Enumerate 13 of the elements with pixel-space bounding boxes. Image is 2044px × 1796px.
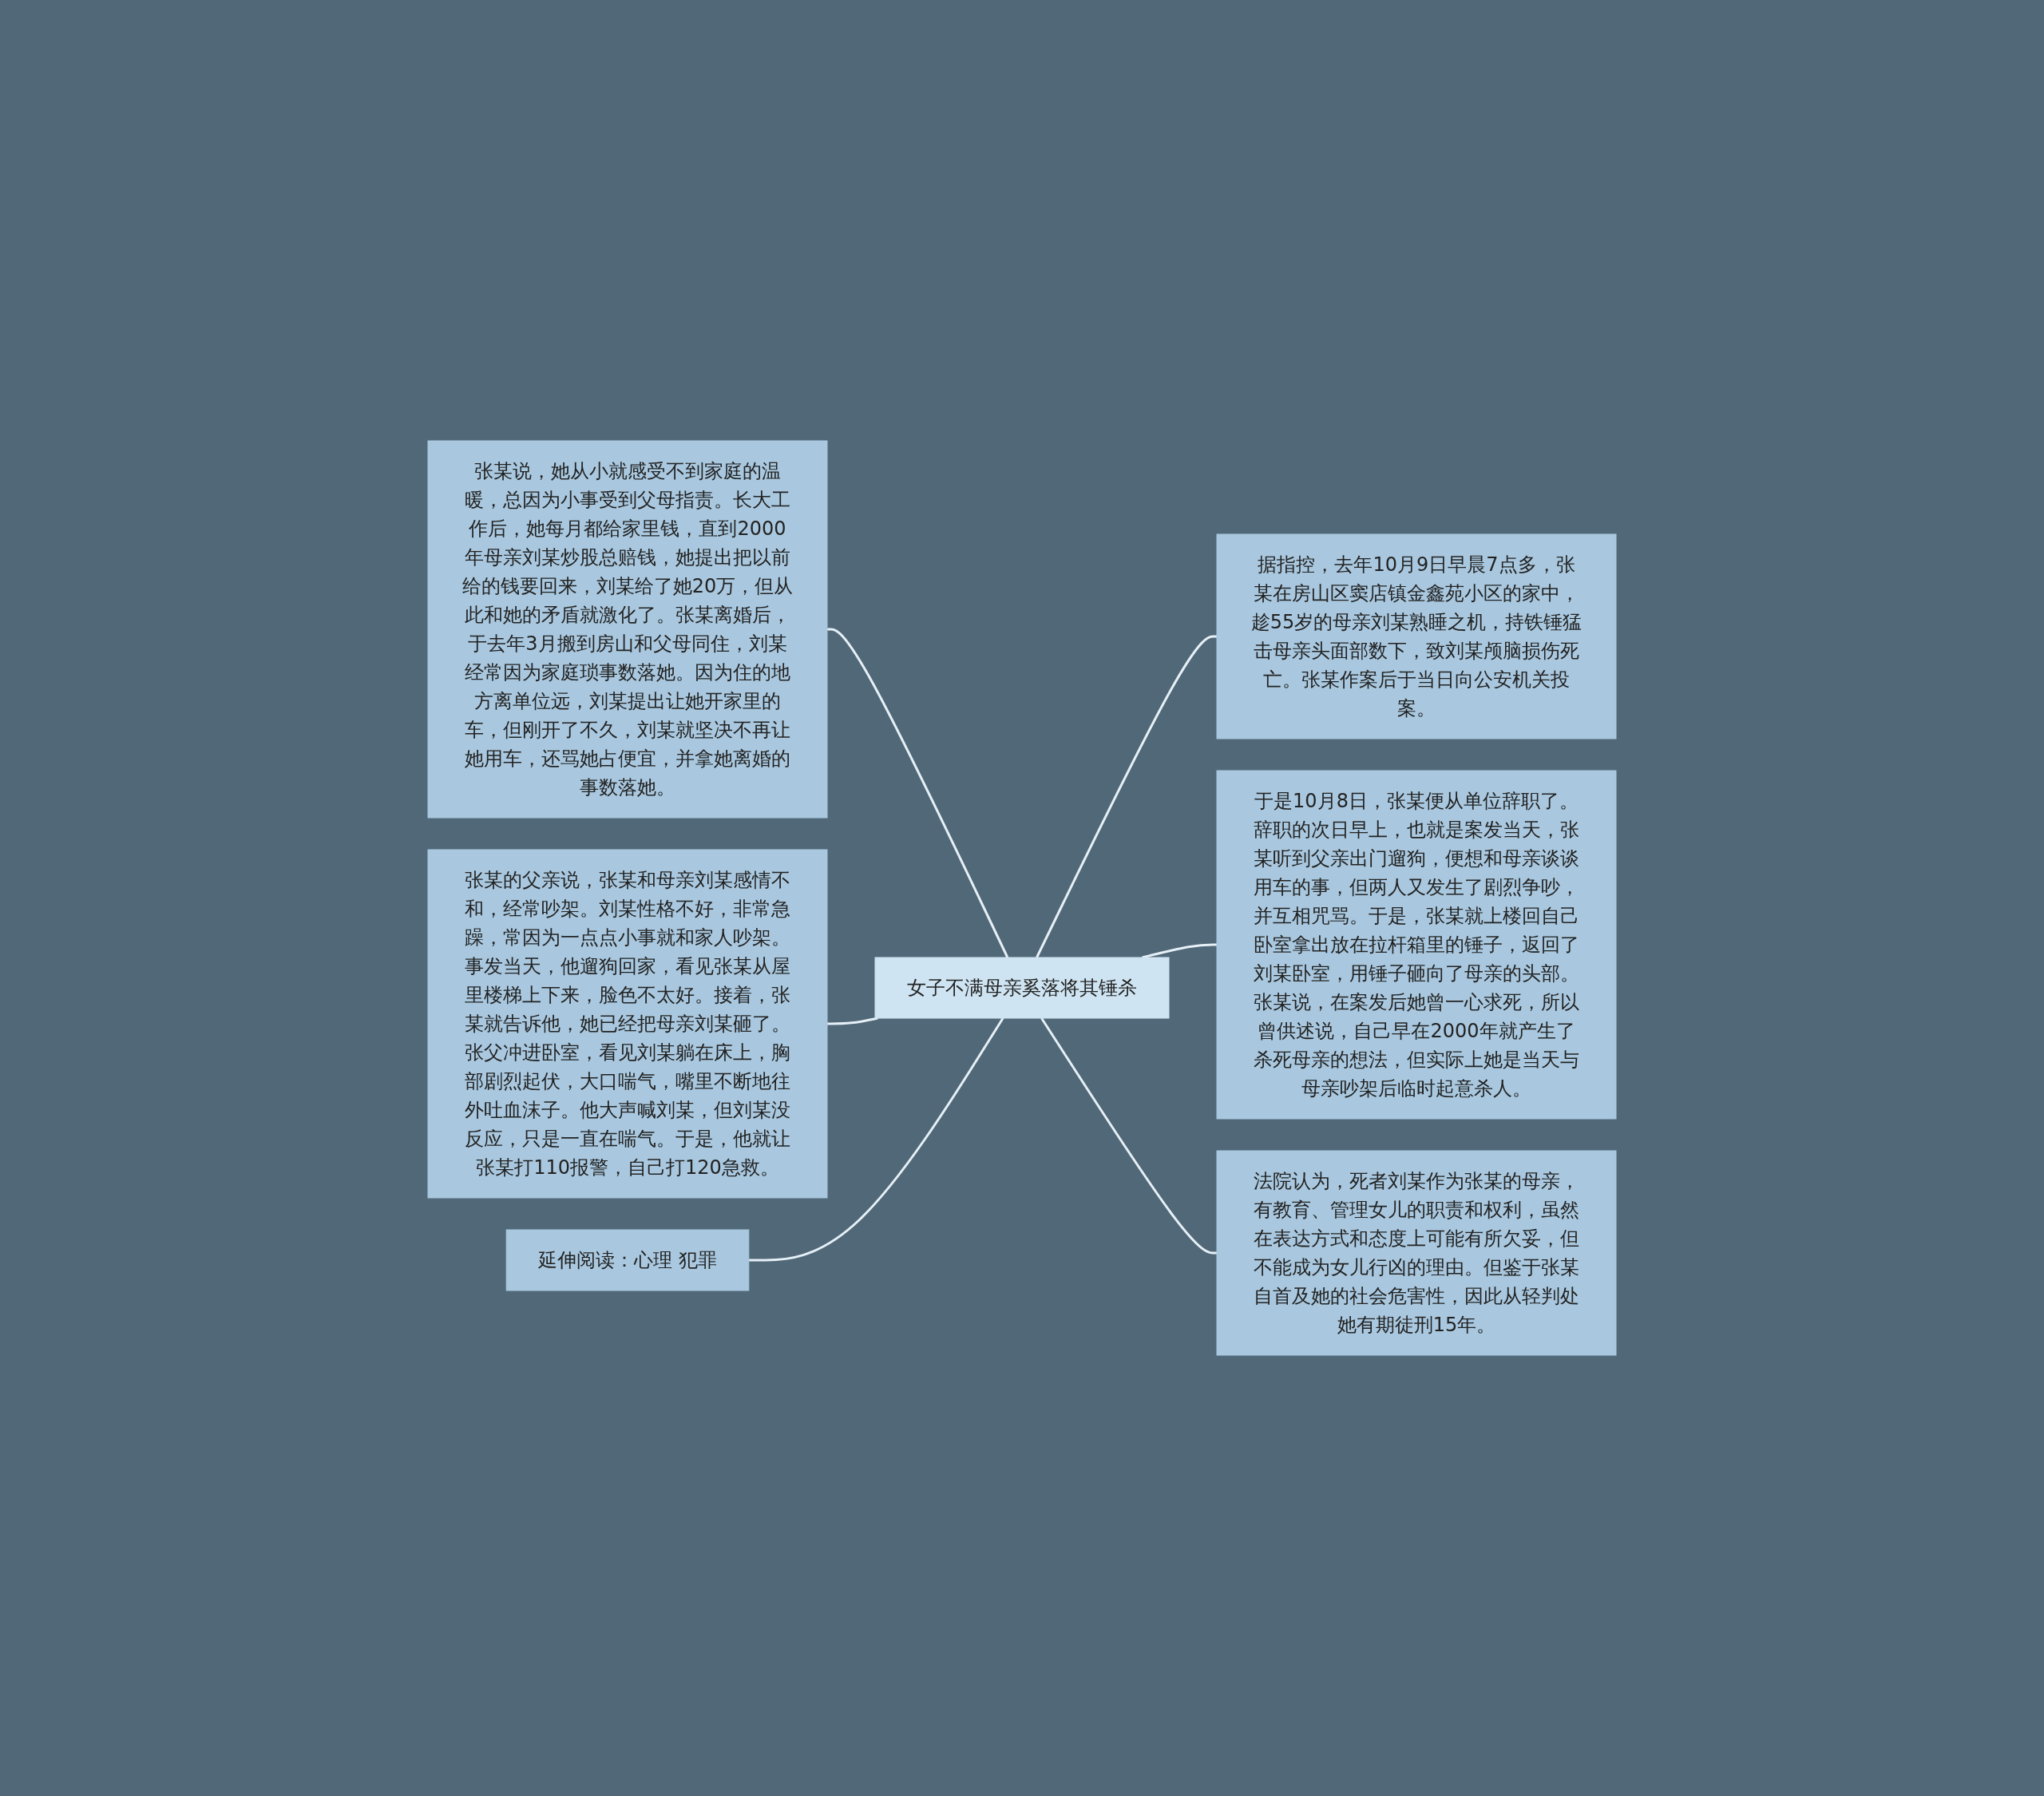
node-box: 法院认为，死者刘某作为张某的母亲，有教育、管理女儿的职责和权利，虽然在表达方式和态度上可能有所欠妥，但不能成为女儿行凶的理由。但鉴于张某自首及她的社会危害性，因此从轻判处她有期徒刑15年。 — [1216, 1150, 1617, 1356]
connector — [748, 1017, 1004, 1262]
node-box: 女子不满母亲奚落将其锤杀 — [874, 957, 1170, 1019]
connector — [1142, 943, 1217, 959]
node-box: 张某说，她从小就感受不到家庭的温暖，总因为小事受到父母指责。长大工作后，她每月都给家里钱，直到2000年母亲刘某炒股总赔钱，她提出把以前给的钱要回来，刘某给了她20万，但从此和她的矛盾就激化了。张某离婚后，于去年3月搬到房山和父母同住，刘某经常因为家庭琐事数落她。因为住的地方离单位远，刘某提出让她开家里的车，但刚开了不久，刘某就坚决不再让她用车，还骂她占便宜，并拿她离婚的事数落她。 — [427, 440, 828, 819]
node-box: 延伸阅读：心理 犯罪 — [505, 1229, 750, 1291]
node-box: 于是10月8日，张某便从单位辞职了。辞职的次日早上，也就是案发当天，张某听到父亲出门遛狗，便想和母亲谈谈用车的事，但两人又发生了剧烈争吵，并互相咒骂。于是，张某就上楼回自己卧室拿出放在拉杆箱里的锤子，返回了刘某卧室，用锤子砸向了母亲的头部。张某说，在案发后她曾一心求死，所以曾供述说，自己早在2000年就产生了杀死母亲的想法，但实际上她是当天与母亲吵架后临时起意杀人。 — [1216, 770, 1617, 1120]
connector — [1040, 1017, 1217, 1255]
connector — [827, 628, 1009, 958]
node-box: 据指控，去年10月9日早晨7点多，张某在房山区窦店镇金鑫苑小区的家中，趁55岁的母亲刘某熟睡之机，持铁锤猛击母亲头面部数下，致刘某颅脑损伤死亡。张某作案后于当日向公安机关投案。 — [1216, 533, 1617, 739]
node-box: 张某的父亲说，张某和母亲刘某感情不和，经常吵架。刘某性格不好，非常急躁，常因为一点点小事就和家人吵架。事发当天，他遛狗回家，看见张某从屋里楼梯上下来，脸色不太好。接着，张某就告诉他，她已经把母亲刘某砸了。张父冲进卧室，看见刘某躺在床上，胸部剧烈起伏，大口喘气，嘴里不断地往外吐血沫子。他大声喊刘某，但刘某没反应，只是一直在喘气。于是，他就让张某打110报警，自己打120急救。 — [427, 849, 828, 1199]
connector — [1036, 635, 1217, 958]
connector — [827, 1017, 878, 1025]
